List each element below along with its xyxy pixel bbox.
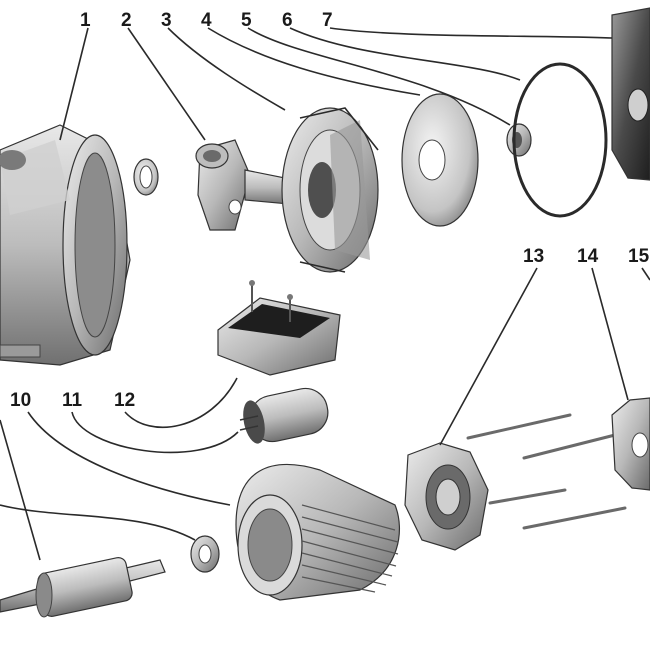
bushing-part — [506, 123, 532, 157]
callout-2: 2 — [121, 10, 132, 31]
callout-13: 13 — [523, 246, 544, 267]
callout-7: 7 — [322, 10, 333, 31]
callout-12: 12 — [114, 390, 135, 411]
disc-part — [401, 93, 479, 227]
callout-5: 5 — [241, 10, 252, 31]
callout-3: 3 — [161, 10, 172, 31]
impeller-part — [281, 107, 379, 273]
terminal-box-cover-part — [217, 280, 341, 376]
callout-numbers: 1 2 3 4 5 6 7 8 9 10 11 12 13 14 15 — [10, 10, 650, 411]
capacitor-part — [239, 387, 329, 444]
leader-lines — [0, 27, 650, 561]
callout-6: 6 — [282, 10, 293, 31]
callout-1: 1 — [80, 10, 91, 31]
tie-rods-part — [466, 413, 627, 530]
callout-4: 4 — [201, 10, 212, 31]
pump-body-part — [0, 124, 131, 366]
callout-15: 15 — [628, 246, 650, 267]
end-shield-part — [404, 442, 489, 551]
cooling-fan-part — [611, 397, 650, 491]
motor-housing-part — [235, 463, 401, 601]
rotor-shaft-part — [0, 557, 166, 618]
callout-10: 10 — [10, 390, 31, 411]
o-ring-part — [512, 62, 608, 218]
casing-cover-part — [611, 7, 650, 181]
callout-14: 14 — [577, 246, 599, 267]
callout-11: 11 — [62, 390, 83, 411]
